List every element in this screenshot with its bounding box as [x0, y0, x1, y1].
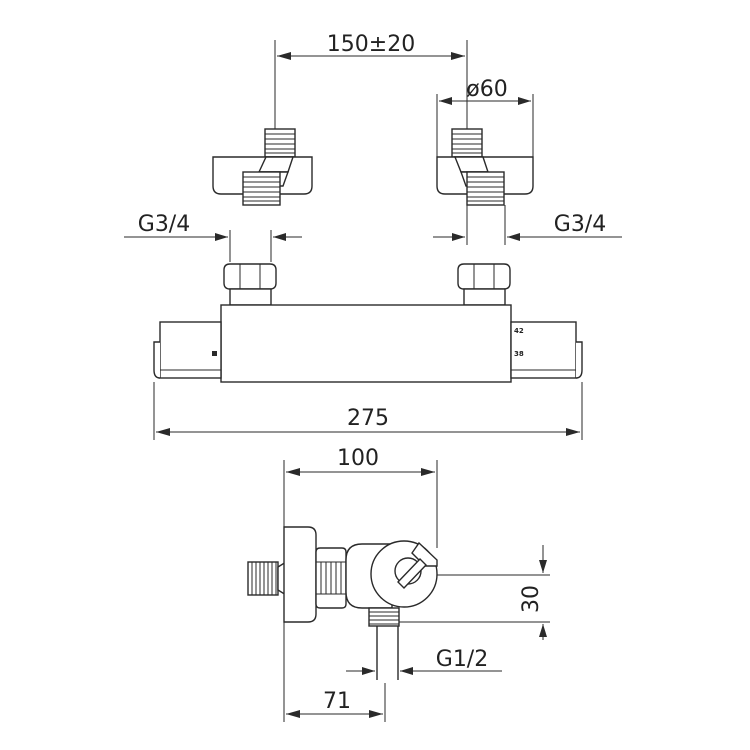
dimension-overall-width: 275: [153, 382, 583, 440]
mixer-front-view: 42 38: [153, 263, 583, 383]
dimension-inlet-spacing: 150±20: [274, 32, 468, 130]
dimension-inlet-thread-right: G3/4: [433, 205, 622, 245]
outlet-offset-label: 71: [323, 689, 351, 714]
dimension-outlet-thread: G1/2: [346, 647, 502, 675]
right-inlet-connector: [436, 128, 534, 206]
outlet-height-label: 30: [519, 585, 544, 613]
inlet-thread-right-label: G3/4: [554, 212, 606, 237]
dimension-inlet-thread-left: G3/4: [124, 212, 302, 262]
escutcheon-diameter-label: ø60: [466, 77, 507, 102]
dimension-body-depth: 100: [283, 446, 438, 548]
scale-mark-lower: 38: [514, 350, 524, 358]
scale-mark-upper: 42: [514, 327, 524, 335]
inlet-thread-left-label: G3/4: [138, 212, 190, 237]
overall-width-label: 275: [347, 406, 389, 431]
mixer-side-view: [247, 526, 438, 680]
body-depth-label: 100: [337, 446, 379, 471]
dimension-escutcheon-diameter: ø60: [436, 77, 534, 160]
left-inlet-connector: [212, 128, 313, 206]
outlet-thread-label: G1/2: [436, 647, 488, 672]
dimension-outlet-height: 30: [399, 545, 550, 640]
dimension-outlet-offset: 71: [283, 622, 386, 722]
inlet-spacing-label: 150±20: [327, 32, 415, 57]
